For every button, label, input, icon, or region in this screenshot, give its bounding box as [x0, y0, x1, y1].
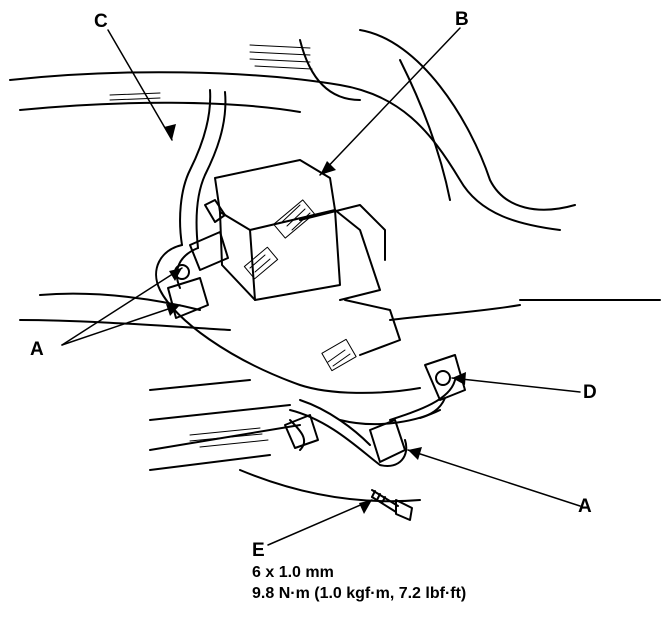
leader-lines	[61, 27, 581, 546]
harness-cable	[155, 89, 421, 394]
callout-b: B	[455, 9, 469, 30]
bolt-torque-spec: 9.8 N·m (1.0 kgf·m, 7.2 lbf·ft)	[252, 585, 467, 602]
connector-grills	[243, 199, 357, 372]
arrow-heads	[164, 124, 466, 514]
callout-d: D	[583, 382, 597, 403]
callout-a-left: A	[30, 339, 44, 360]
callout-e: E	[252, 540, 265, 561]
callout-a-right: A	[578, 496, 592, 517]
hatch-lines	[109, 44, 313, 448]
connector-d	[419, 354, 466, 419]
callout-c: C	[94, 11, 108, 32]
bolt-size-spec: 6 x 1.0 mm	[252, 564, 334, 581]
control-module	[204, 159, 401, 356]
bolt-e	[371, 489, 413, 521]
